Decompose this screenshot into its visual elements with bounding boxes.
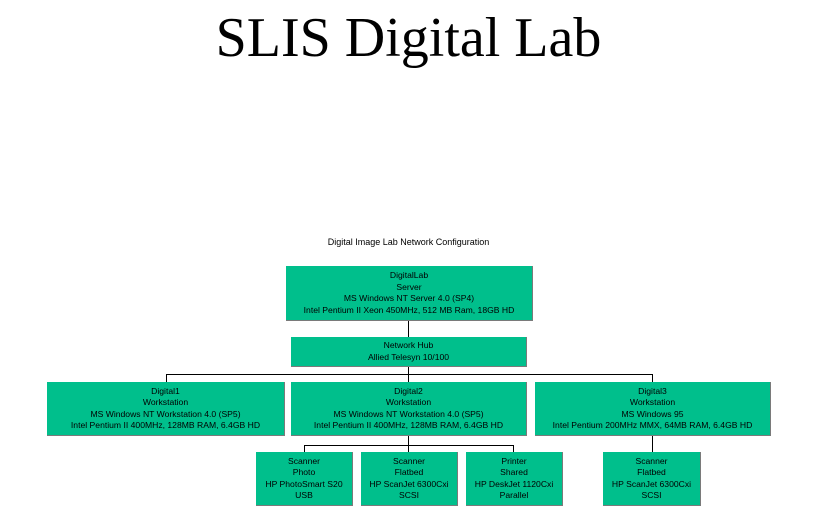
node-line: MS Windows NT Workstation 4.0 (SP5) bbox=[90, 408, 241, 419]
node-line: Scanner bbox=[635, 455, 668, 466]
node-line: Intel Pentium II Xeon 450MHz, 512 MB Ram… bbox=[303, 304, 515, 315]
node-line: MS Windows 95 bbox=[621, 408, 684, 419]
node-line: Server bbox=[396, 281, 422, 292]
node-line: HP ScanJet 6300Cxi bbox=[611, 478, 692, 489]
connector-printer bbox=[513, 445, 514, 452]
node-line: Workstation bbox=[142, 397, 189, 407]
connector-peripheral-bus bbox=[304, 445, 513, 446]
node-line: Flatbed bbox=[394, 467, 424, 477]
page-title: SLIS Digital Lab bbox=[215, 7, 602, 69]
node-line: MS Windows NT Workstation 4.0 (SP5) bbox=[333, 408, 484, 419]
node-line: Digital1 bbox=[151, 385, 180, 396]
connector-scanner-photo bbox=[304, 445, 305, 452]
node-line: HP ScanJet 6300Cxi bbox=[369, 478, 449, 489]
node-line: Shared bbox=[500, 467, 528, 477]
connector-hub-bus bbox=[408, 366, 409, 374]
node-line: Flatbed bbox=[637, 467, 666, 477]
node-line: SCSI bbox=[398, 490, 420, 500]
node-line: Allied Telesyn 10/100 bbox=[367, 351, 450, 362]
node-line: USB bbox=[295, 490, 313, 500]
peripheral-scanner-photo: Scanner Photo HP PhotoSmart S20 USB bbox=[256, 452, 353, 506]
connector-digital3-scanner bbox=[652, 435, 653, 452]
node-line: Workstation bbox=[385, 397, 432, 407]
connector-digital1 bbox=[166, 374, 167, 382]
connector-server-hub bbox=[408, 320, 409, 337]
node-line: Printer bbox=[501, 455, 527, 466]
workstation-digital2: Digital2 Workstation MS Windows NT Works… bbox=[291, 382, 527, 436]
node-line: Digital2 bbox=[394, 385, 423, 396]
node-line: HP PhotoSmart S20 bbox=[265, 478, 343, 489]
node-line: Scanner bbox=[287, 455, 320, 466]
node-line: Network Hub bbox=[383, 340, 434, 350]
connector-digital2 bbox=[408, 374, 409, 382]
node-line: SCSI bbox=[641, 490, 662, 500]
node-line: MS Windows NT Server 4.0 (SP4) bbox=[343, 293, 475, 303]
peripheral-digital3-scanner: Scanner Flatbed HP ScanJet 6300Cxi SCSI bbox=[603, 452, 701, 506]
server-node: DigitalLab Server MS Windows NT Server 4… bbox=[286, 266, 533, 321]
node-line: Photo bbox=[292, 467, 316, 477]
node-line: Intel Pentium II 400MHz, 128MB RAM, 6.4G… bbox=[70, 420, 261, 430]
node-line: Workstation bbox=[629, 397, 676, 407]
node-line: Digital3 bbox=[638, 385, 667, 396]
diagram-caption: Digital Image Lab Network Configuration bbox=[327, 237, 490, 247]
connector-digital2-down bbox=[408, 435, 409, 452]
connector-workstation-bus bbox=[166, 374, 653, 375]
node-line: Intel Pentium 200MHz MMX, 64MB RAM, 6.4G… bbox=[552, 420, 753, 430]
workstation-digital1: Digital1 Workstation MS Windows NT Works… bbox=[47, 382, 285, 436]
workstation-digital3: Digital3 Workstation MS Windows 95 Intel… bbox=[535, 382, 771, 436]
node-line: Parallel bbox=[499, 490, 529, 500]
node-line: Intel Pentium II 400MHz, 128MB RAM, 6.4G… bbox=[313, 420, 504, 430]
node-line: Scanner bbox=[392, 455, 425, 466]
hub-node: Network Hub Allied Telesyn 10/100 bbox=[291, 337, 527, 367]
peripheral-printer: Printer Shared HP DeskJet 1120Cxi Parall… bbox=[466, 452, 563, 506]
node-line: HP DeskJet 1120Cxi bbox=[474, 478, 554, 489]
connector-digital3 bbox=[652, 374, 653, 382]
node-line: DigitalLab bbox=[389, 270, 429, 280]
peripheral-scanner-flatbed: Scanner Flatbed HP ScanJet 6300Cxi SCSI bbox=[361, 452, 458, 506]
